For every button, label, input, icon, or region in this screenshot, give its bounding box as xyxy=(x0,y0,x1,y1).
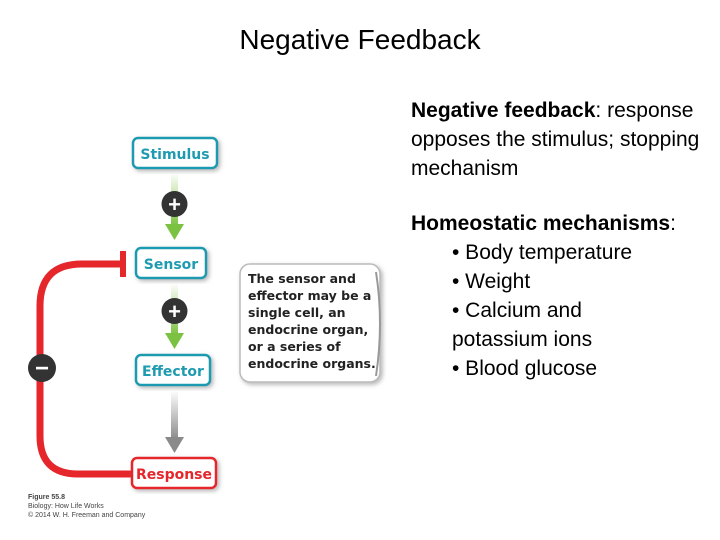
note-line-1: The sensor and xyxy=(248,271,356,286)
caption-figure: Figure 55.8 xyxy=(28,494,65,501)
right-text-panel: Negative feedback: response opposes the … xyxy=(411,96,711,409)
mechanisms-colon: : xyxy=(670,212,676,235)
stimulus-box: Stimulus xyxy=(131,136,219,170)
sensor-box: Sensor xyxy=(134,246,208,280)
plus-circle-2: + xyxy=(161,298,188,324)
definition-text: : response opposes the stimulus; stoppin… xyxy=(411,99,700,180)
mechanisms-term: Homeostatic mechanisms xyxy=(411,212,671,235)
response-box: Response xyxy=(130,456,218,490)
caption-copyright: © 2014 W. H. Freeman and Company xyxy=(28,512,146,519)
effector-box: Effector xyxy=(134,353,212,387)
plus-sign-2: + xyxy=(168,299,181,324)
minus-circle: − xyxy=(28,354,56,382)
plus-circle-1: + xyxy=(161,191,188,217)
note-line-4: endocrine organ, xyxy=(248,322,368,337)
minus-sign: − xyxy=(35,355,49,382)
note-line-2: effector may be a xyxy=(248,288,371,303)
bullet-item-continued: potassium ions xyxy=(452,328,593,351)
response-label: Response xyxy=(136,467,212,483)
plus-sign-1: + xyxy=(168,192,181,217)
sensor-label: Sensor xyxy=(144,257,198,273)
effector-label: Effector xyxy=(142,364,204,380)
note-box: The sensor and effector may be a single … xyxy=(239,263,381,383)
bullet-item: • Blood glucose xyxy=(452,357,598,380)
arrow-effector-response xyxy=(171,390,178,440)
arrowhead-effector xyxy=(165,333,184,349)
note-line-5: or a series of xyxy=(248,339,341,354)
bullet-item: • Calcium and xyxy=(452,299,582,322)
figure-caption: Figure 55.8 Biology: How Life Works © 20… xyxy=(28,493,145,520)
arrowhead-sensor xyxy=(165,224,184,240)
definition-term: Negative feedback xyxy=(411,99,596,122)
slide-title: Negative Feedback xyxy=(239,24,481,55)
caption-book: Biology: How Life Works xyxy=(28,503,104,510)
definition-block: Negative feedback: response opposes the … xyxy=(411,96,711,183)
note-line-3: single cell, an xyxy=(248,305,346,320)
bullet-item: • Weight xyxy=(452,270,531,293)
note-line-6: endocrine organs. xyxy=(248,356,376,371)
svg-text:The sensor and effector: The sensor and effector may be a single … xyxy=(248,271,376,371)
stimulus-label: Stimulus xyxy=(140,147,209,163)
arrowhead-response xyxy=(165,437,184,453)
bullet-item: • Body temperature xyxy=(452,241,633,264)
mechanisms-block: Homeostatic mechanisms: • Body temperatu… xyxy=(411,209,711,383)
